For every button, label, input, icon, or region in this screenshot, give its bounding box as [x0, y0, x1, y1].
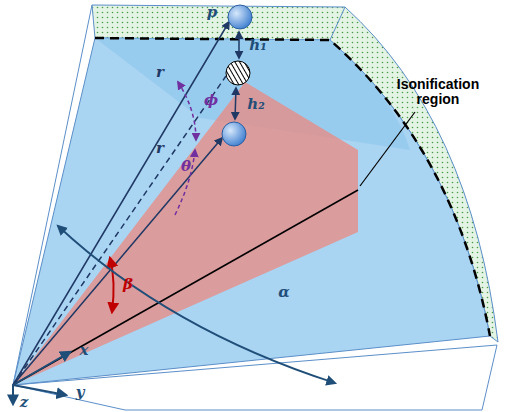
region-label: Isonification region [392, 77, 484, 108]
angle-label: ϕ [204, 92, 218, 109]
z-axis [12, 385, 14, 404]
angle-label: θ [181, 158, 191, 175]
axis-label: x [80, 342, 89, 359]
range-ray [13, 76, 226, 385]
beam-cone [13, 82, 358, 385]
height-label: h₂ [247, 96, 264, 113]
alpha-arc [58, 226, 335, 383]
sector-region [13, 38, 490, 385]
axis-label: y [76, 384, 85, 401]
height-label: h₁ [249, 37, 266, 54]
range-label: r [156, 64, 164, 81]
height-arrow [235, 88, 236, 119]
point-label: p [207, 4, 218, 21]
x-axis [13, 352, 70, 385]
range-ray [13, 22, 229, 385]
theta-arc [175, 150, 195, 215]
range-label: r [156, 140, 164, 157]
hatched-sphere [226, 61, 250, 85]
target-sphere [228, 5, 252, 29]
angle-label: α [278, 284, 290, 301]
image-sphere [222, 122, 246, 146]
beta-arrow [110, 258, 114, 312]
height-arrow [238, 32, 240, 58]
axis-label: z [20, 394, 29, 411]
isonification-arc [95, 38, 490, 336]
beam-axis [13, 190, 358, 385]
angle-label: β [123, 276, 133, 293]
range-ray [13, 138, 222, 385]
phi-arc [178, 82, 196, 140]
leader-line [360, 112, 415, 186]
